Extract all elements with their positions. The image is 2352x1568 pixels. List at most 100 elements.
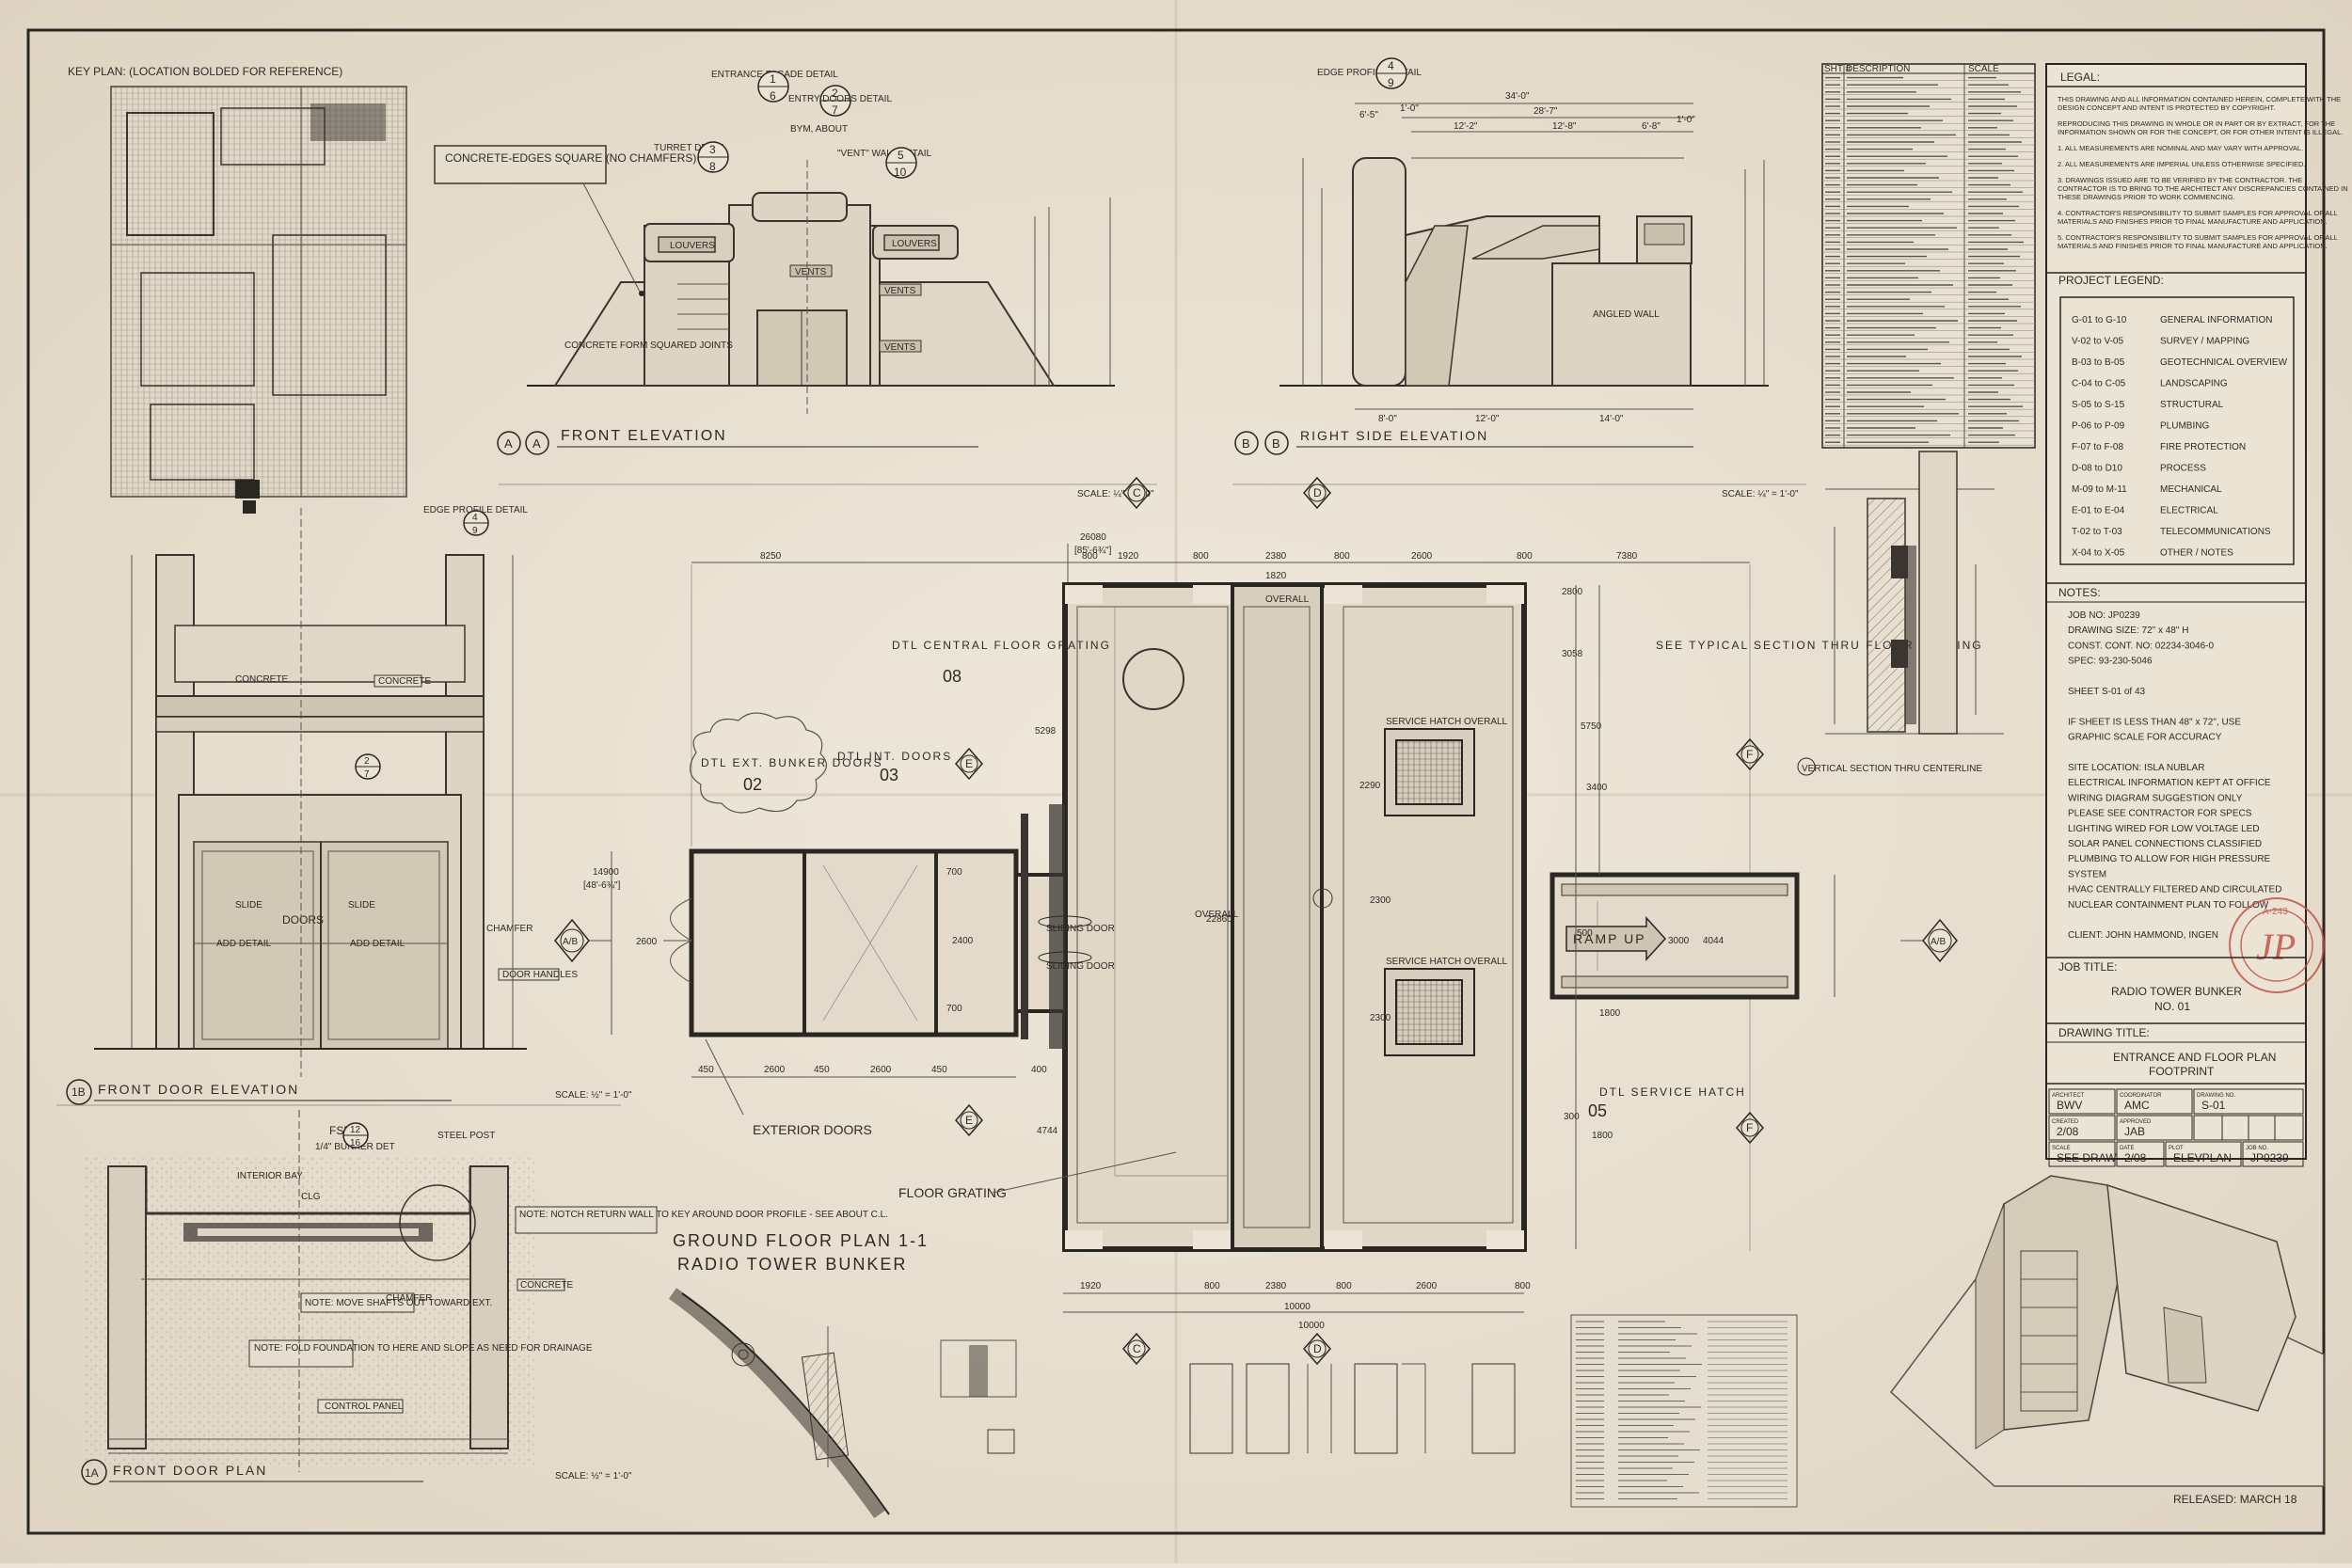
section-marker-f-bottom[interactable]: F xyxy=(1736,1111,1764,1145)
chamfer-label: CHAMFER xyxy=(486,924,532,934)
doors-label: DOORS xyxy=(282,913,324,927)
dim-top-1: 800 xyxy=(1082,551,1098,562)
front-door-plan: INTERIOR BAY CLG FSD 1/4" BUNKER DET 121… xyxy=(81,1110,888,1485)
section-marker-ab-left[interactable]: A/B xyxy=(554,918,590,963)
legend-code-1: V-02 to V-05 xyxy=(2072,337,2123,347)
job-title-line2: NO. 01 xyxy=(2154,1000,2190,1013)
section-f-label-bottom: F xyxy=(1746,1121,1753,1134)
dim-misc-15: 3058 xyxy=(1562,649,1583,659)
section-ab-label-left: A/B xyxy=(563,937,578,947)
legend-code-3: C-04 to C-05 xyxy=(2072,379,2126,389)
front-elevation: LOUVERS LOUVERS VENTS VENTS VENTS CONCRE… xyxy=(434,70,1157,499)
service-hatch-num: 05 xyxy=(1588,1101,1607,1120)
dim-left-0: 14900 xyxy=(593,867,619,878)
floor-grating-label: FLOOR GRATING xyxy=(898,1185,1007,1200)
dim-top-5: 800 xyxy=(1334,551,1350,562)
legend-code-4: S-05 to S-15 xyxy=(2072,400,2125,410)
svg-text:5: 5 xyxy=(898,149,904,162)
note-line-17: SYSTEM xyxy=(2068,869,2106,879)
legend-desc-7: PROCESS xyxy=(2160,464,2206,474)
concrete-edges-note: CONCRETE-EDGES SQUARE (NO CHAMFERS) xyxy=(445,151,696,165)
slide-label-left: SLIDE xyxy=(235,900,262,911)
note-line-8: GRAPHIC SCALE FOR ACCURACY xyxy=(2068,733,2222,743)
svg-text:7: 7 xyxy=(832,103,838,117)
dim-top-8: 1'-0" xyxy=(1677,115,1695,125)
section-marker-f-top[interactable]: F xyxy=(1736,737,1764,771)
job-title-line1: RADIO TOWER BUNKER xyxy=(2111,985,2242,998)
dim-misc-12: 2300 xyxy=(1370,1013,1391,1023)
note-line-11: ELECTRICAL INFORMATION KEPT AT OFFICE xyxy=(2068,778,2271,788)
dim-misc-3: 450 xyxy=(698,1065,714,1075)
legend-desc-9: ELECTRICAL xyxy=(2160,506,2218,516)
dim-misc-0: 700 xyxy=(946,867,962,878)
dim-top-4: 1'-0" xyxy=(1400,103,1419,114)
title-block-label-5: SCALE xyxy=(2052,1146,2071,1151)
dim-top-3: 800 xyxy=(1193,551,1209,562)
title-block-value-8: JP0239 xyxy=(2250,1151,2289,1164)
overall-label-top: OVERALL xyxy=(1265,594,1310,605)
dim-top-0: 8250 xyxy=(760,551,782,562)
svg-text:8: 8 xyxy=(709,160,716,173)
sheet-index-header-sht: SHT # xyxy=(1824,64,1851,74)
concrete-label-1: CONCRETE xyxy=(235,674,288,685)
service-hatch-overall-2: SERVICE HATCH OVERALL xyxy=(1386,957,1508,967)
svg-text:9: 9 xyxy=(472,526,478,536)
title-block-value-1: AMC xyxy=(2124,1099,2150,1112)
section-marker-e-top[interactable]: E xyxy=(955,747,983,781)
title-block-label-0: ARCHITECT xyxy=(2052,1093,2085,1099)
title-block-cell xyxy=(2116,1115,2193,1141)
legal-paragraph-6: 5. CONTRACTOR'S RESPONSIBILITY TO SUBMIT… xyxy=(2058,233,2338,250)
dim-misc-24: 22860 xyxy=(1206,914,1232,925)
section-marker-ab-right[interactable]: A/B xyxy=(1922,918,1958,963)
section-marker-c-top[interactable]: C xyxy=(1122,476,1151,510)
legend-code-7: D-08 to D10 xyxy=(2072,464,2122,474)
clg-label: CLG xyxy=(301,1192,321,1202)
chamfer-label-plan: CHAMFER xyxy=(386,1293,432,1304)
concrete-label-plan: CONCRETE xyxy=(520,1280,573,1291)
wall-section-detail: VERTICAL SECTION THRU CENTERLINE 12 xyxy=(1797,451,2004,776)
key-plan-title: KEY PLAN: (LOCATION BOLDED FOR REFERENCE… xyxy=(68,65,342,78)
dim-misc-8: 400 xyxy=(1031,1065,1047,1075)
title-block-label-4: APPROVED xyxy=(2120,1119,2152,1125)
svg-text:2: 2 xyxy=(832,87,838,100)
dim-misc-22: 1800 xyxy=(1592,1131,1613,1141)
dim-misc-16: 500 xyxy=(1577,928,1593,939)
wall-section-caption: VERTICAL SECTION THRU CENTERLINE xyxy=(1802,764,1982,774)
note-line-13: PLEASE SEE CONTRACTOR FOR SPECS xyxy=(2068,809,2252,819)
stamp-number: A-243 xyxy=(2263,907,2288,917)
dim-top-6: 2600 xyxy=(1411,551,1433,562)
title-block-value-2: S-01 xyxy=(2201,1099,2226,1112)
floor-plan-title-2: RADIO TOWER BUNKER xyxy=(677,1255,907,1274)
slide-label-right: SLIDE xyxy=(348,900,375,911)
section-marker-c-bottom[interactable]: C xyxy=(1122,1332,1151,1366)
svg-text:16: 16 xyxy=(350,1138,361,1148)
vents-label-3: VENTS xyxy=(884,342,916,353)
legend-desc-4: STRUCTURAL xyxy=(2160,400,2224,410)
note-line-18: HVAC CENTRALLY FILTERED AND CIRCULATED xyxy=(2068,885,2281,895)
dim-bottom-3: 800 xyxy=(1336,1281,1352,1291)
note-line-5: SHEET S-01 of 43 xyxy=(2068,687,2146,697)
entry-doors-callout: ENTRY DOORS DETAIL xyxy=(788,94,892,104)
svg-text:2: 2 xyxy=(364,756,370,767)
section-marker-e-bottom[interactable]: E xyxy=(955,1103,983,1137)
legend-desc-0: GENERAL INFORMATION xyxy=(2160,315,2272,325)
section-marker-d-top[interactable]: D xyxy=(1303,476,1331,510)
note-line-16: PLUMBING TO ALLOW FOR HIGH PRESSURE xyxy=(2068,854,2271,864)
drawing-title-line1: ENTRANCE AND FLOOR PLAN xyxy=(2113,1051,2276,1064)
legend-desc-1: SURVEY / MAPPING xyxy=(2160,337,2249,347)
title-block-cell xyxy=(2116,1141,2165,1167)
right-elevation-mark-1: B xyxy=(1242,436,1250,451)
note-line-3: SPEC: 93-230-5046 xyxy=(2068,657,2153,667)
svg-text:10: 10 xyxy=(894,166,907,179)
int-doors-dtl: DTL INT. DOORS xyxy=(837,750,952,763)
vents-label-2: VENTS xyxy=(884,286,916,296)
dim-overall: 26080 xyxy=(1080,532,1106,543)
section-ab-label-right: A/B xyxy=(1931,937,1946,947)
note-line-19: NUCLEAR CONTAINMENT PLAN TO FOLLOW xyxy=(2068,900,2269,911)
int-doors-num: 03 xyxy=(880,766,898,784)
dim-bottom-1: 800 xyxy=(1204,1281,1220,1291)
front-door-elevation-scale: SCALE: ½" = 1'-0" xyxy=(555,1090,632,1101)
section-marker-d-bottom[interactable]: D xyxy=(1303,1332,1331,1366)
right-side-elevation: ANGLED WALL EDGE PROFILE DETAIL 49 34'-0… xyxy=(1232,57,1806,499)
